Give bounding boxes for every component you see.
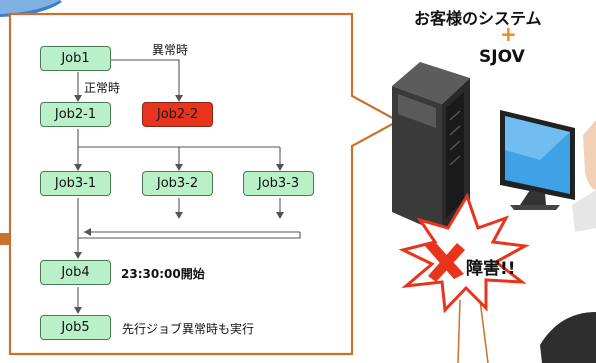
failure-label: 障害!! — [466, 259, 516, 279]
job-node-job2-1: Job2-1 — [40, 102, 111, 127]
job5-note: 先行ジョブ異常時も実行 — [122, 322, 255, 336]
left-tab — [0, 233, 9, 245]
abnormal-label: 異常時 — [152, 43, 189, 57]
server-tower-icon — [392, 62, 470, 234]
customer-system-label: お客様のシステム — [414, 9, 542, 28]
job-node-job4: Job4 — [40, 260, 111, 285]
arrowheads — [74, 95, 284, 314]
job-node-job2-2: Job2-2 — [142, 102, 213, 127]
job-node-job5: Job5 — [40, 315, 111, 340]
person-face-fragment — [583, 120, 596, 190]
job-node-job1: Job1 — [40, 46, 111, 71]
monitor-icon — [500, 110, 575, 210]
job-node-job3-2: Job3-2 — [142, 171, 213, 196]
error-x-icon — [425, 242, 465, 282]
person-head-fragment — [540, 312, 596, 363]
corner-ribbon — [0, 0, 60, 14]
plus-sign: + — [500, 22, 517, 46]
normal-label: 正常時 — [84, 81, 121, 95]
job-node-job3-1: Job3-1 — [40, 171, 111, 196]
job-node-job3-3: Job3-3 — [243, 171, 314, 196]
job4-start-time: 23:30:00開始 — [121, 267, 205, 281]
product-label: SJOV — [479, 47, 525, 67]
